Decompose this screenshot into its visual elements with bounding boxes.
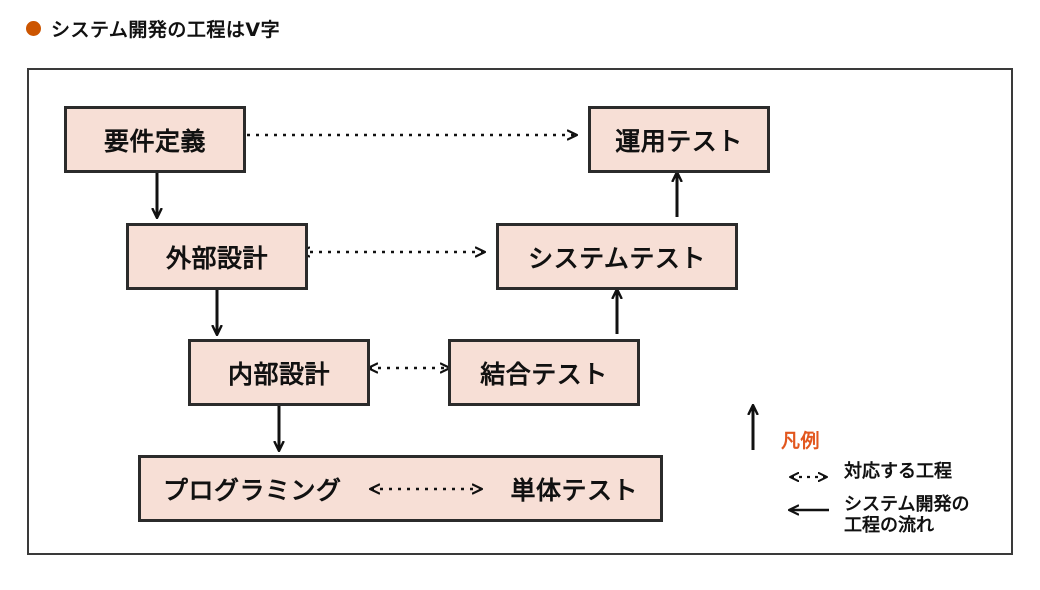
box-integration-test-label: 結合テスト: [480, 359, 608, 389]
legend: 凡例 対応する工程: [781, 426, 1001, 544]
box-internal-design[interactable]: 内部設計: [188, 339, 370, 406]
box-programming-label: プログラミング: [163, 475, 342, 505]
diagram-frame: right) ===== --> 要件定義 運用テスト 外部設計 システムテスト…: [27, 68, 1013, 555]
page-title-text: システム開発の工程はV字: [51, 18, 281, 41]
box-internal-design-label: 内部設計: [227, 359, 330, 389]
page-title: システム開発の工程はV字: [26, 14, 280, 42]
legend-item-correspondence-label: 対応する工程: [844, 461, 952, 482]
box-operation-test[interactable]: 運用テスト: [588, 106, 770, 173]
legend-item-flow-label: システム開発の 工程の流れ: [844, 494, 970, 536]
bullet-icon: [26, 20, 41, 36]
box-requirements-label: 要件定義: [103, 126, 206, 156]
link-programming-unit-test: [360, 481, 492, 497]
box-integration-test[interactable]: 結合テスト: [448, 339, 640, 406]
box-system-test[interactable]: システムテスト: [496, 223, 738, 290]
legend-title: 凡例: [781, 430, 821, 452]
solid-left-arrow-icon: [781, 495, 835, 521]
box-system-test-label: システムテスト: [528, 243, 706, 273]
box-requirements[interactable]: 要件定義: [64, 106, 246, 173]
legend-item-flow: システム開発の 工程の流れ: [781, 494, 1001, 537]
legend-item-correspondence: 対応する工程: [781, 461, 1001, 488]
dashed-double-arrow-icon: [781, 462, 835, 488]
box-operation-test-label: 運用テスト: [615, 126, 743, 156]
box-external-design-label: 外部設計: [165, 243, 268, 273]
box-unit-test-label: 単体テスト: [510, 475, 638, 505]
box-programming-unit-test[interactable]: プログラミング 単体テスト: [138, 455, 663, 522]
box-external-design[interactable]: 外部設計: [126, 223, 308, 290]
